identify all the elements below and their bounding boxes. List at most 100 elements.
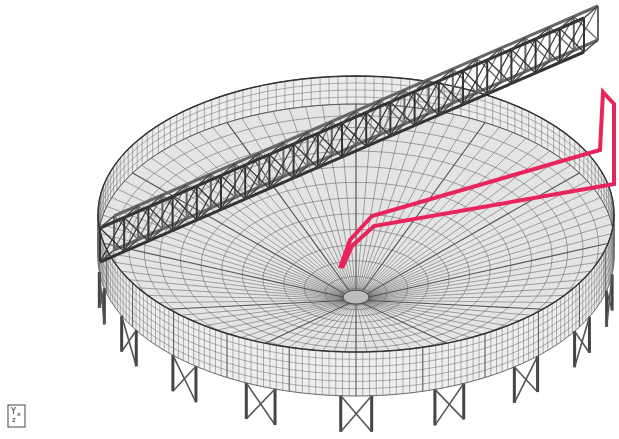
truss-tie (269, 143, 283, 155)
truss-brace (390, 102, 414, 126)
floor-spoke (365, 173, 579, 295)
truss-post (293, 144, 295, 178)
truss-tie (173, 219, 187, 231)
truss-tie (269, 177, 283, 189)
leg (536, 356, 539, 392)
truss-tie (415, 114, 429, 126)
floor-spoke (364, 158, 560, 294)
leg (513, 367, 516, 403)
truss-tie (148, 195, 162, 207)
truss-tie (294, 166, 308, 178)
truss-post (486, 60, 488, 94)
leg (274, 389, 277, 425)
truss-brace (487, 60, 511, 84)
truss-post (597, 6, 599, 40)
truss-tie (366, 135, 380, 147)
bridge-truss (100, 6, 598, 262)
truss-post (123, 218, 125, 252)
floor-spoke (366, 189, 595, 295)
truss-tie (100, 250, 114, 262)
truss-brace (366, 113, 390, 137)
truss-post (365, 113, 367, 147)
truss-tie (584, 40, 598, 52)
leg-brace (341, 396, 372, 432)
axis-box (8, 405, 25, 427)
truss-tie (536, 27, 550, 39)
leg (370, 396, 373, 432)
truss-tie (439, 103, 453, 115)
leg (171, 355, 174, 391)
truss-tie (342, 111, 356, 123)
axis-label: z (12, 417, 16, 424)
truss-brace (318, 134, 342, 158)
truss-post (220, 176, 222, 210)
leg-brace (607, 291, 613, 311)
axis-triad (8, 405, 25, 427)
truss-tie (221, 164, 235, 176)
leg-brace (575, 317, 590, 368)
truss-brace (511, 50, 535, 74)
truss-chord (114, 6, 598, 216)
center-hub (343, 290, 369, 304)
truss-post (462, 71, 464, 105)
highlight-line (340, 92, 614, 268)
highlight-outline (340, 92, 614, 268)
leg-brace (435, 383, 464, 425)
truss-post (389, 102, 391, 136)
floor-spoke (360, 115, 455, 293)
floor-spoke (186, 138, 349, 293)
leg (433, 389, 436, 425)
truss-tie (511, 38, 525, 50)
truss-brace (124, 218, 148, 242)
truss-tie (463, 59, 477, 71)
truss-tie (390, 124, 404, 136)
truss-brace (439, 81, 463, 105)
leg (339, 396, 342, 432)
truss-tie (366, 101, 380, 113)
truss-tie (318, 156, 332, 168)
floor-spoke (213, 127, 351, 293)
truss-tie (463, 93, 477, 105)
leg-brace (341, 396, 372, 432)
floor-spoke (363, 144, 538, 293)
truss-tie (511, 72, 525, 84)
truss-tie (415, 80, 429, 92)
truss-brace (197, 186, 221, 210)
truss-chord (100, 18, 584, 228)
truss-tie (148, 229, 162, 241)
floor-spoke (366, 198, 601, 296)
truss-brace (221, 176, 245, 200)
leg (245, 383, 248, 419)
truss-brace (148, 207, 172, 231)
truss-post (172, 197, 174, 231)
truss-brace (536, 39, 560, 63)
truss-brace (269, 155, 293, 179)
truss-tie (584, 6, 598, 18)
truss-tie (173, 185, 187, 197)
truss-tie (221, 198, 235, 210)
leg-brace (514, 367, 537, 392)
truss-post (535, 39, 537, 73)
truss-tie (560, 51, 574, 63)
floor-spoke (365, 181, 587, 295)
truss-post (244, 165, 246, 199)
leg-brace (435, 389, 464, 419)
floor-spoke (322, 105, 354, 292)
floor-spoke (141, 165, 347, 294)
truss-tie (124, 240, 138, 252)
leg-brace (99, 272, 104, 324)
truss-tie (487, 48, 501, 60)
truss-post (438, 81, 440, 115)
truss-tie (390, 90, 404, 102)
truss-tie (197, 174, 211, 186)
axis-label: x (17, 411, 21, 417)
truss-post (583, 18, 585, 52)
floor-spoke (257, 115, 352, 293)
truss-tie (536, 61, 550, 73)
wall-mesh-line (98, 229, 614, 367)
floor-spoke (227, 122, 351, 292)
axis-label: Y (11, 408, 16, 416)
support-legs (99, 272, 612, 432)
truss-brace (463, 71, 487, 95)
